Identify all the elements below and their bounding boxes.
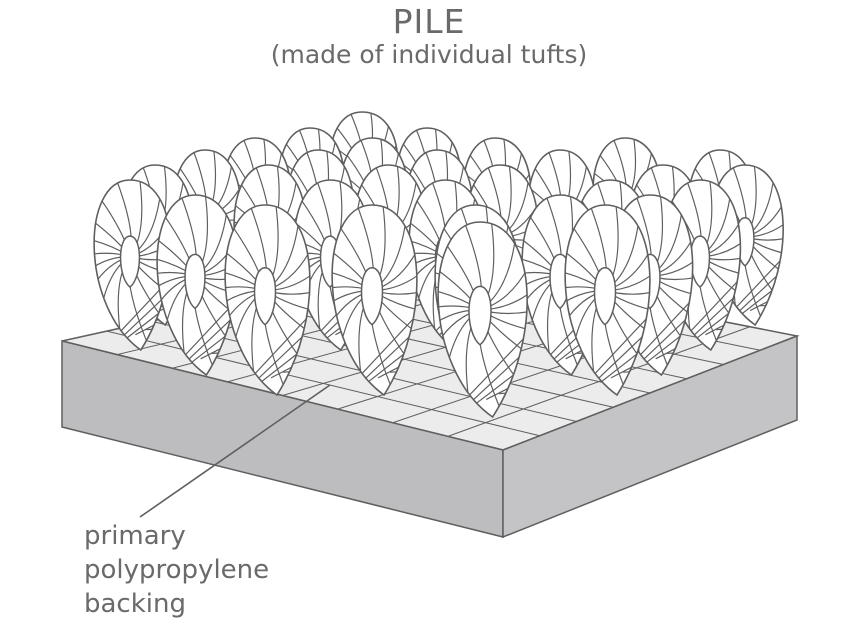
backing-label-line-3: backing: [84, 589, 186, 619]
tuft-core: [593, 266, 617, 326]
tuft-core: [253, 266, 277, 326]
leader-line: [139, 384, 331, 518]
grid-line: [447, 326, 751, 437]
diagram-subtitle: (made of individual tufts): [270, 40, 588, 69]
diagram-title: PILE: [392, 2, 466, 41]
tuft-core: [360, 266, 384, 326]
pile-tufts: [93, 111, 784, 419]
tuft-core: [468, 285, 492, 346]
tuft: [93, 179, 172, 352]
tuft: [437, 221, 528, 419]
tuft-core: [184, 253, 206, 310]
tuft: [224, 204, 311, 397]
tuft-core: [119, 235, 141, 289]
tuft-outline: [564, 204, 651, 397]
tuft-core: [689, 235, 711, 289]
tuft-outline: [331, 204, 418, 397]
tuft-outline: [437, 221, 528, 419]
backing-label-line-2: polypropylene: [84, 555, 270, 585]
tuft: [564, 204, 651, 397]
backing-label-line-1: primary: [84, 521, 186, 551]
backing-right-face: [502, 334, 798, 539]
tuft-outline: [224, 204, 311, 397]
